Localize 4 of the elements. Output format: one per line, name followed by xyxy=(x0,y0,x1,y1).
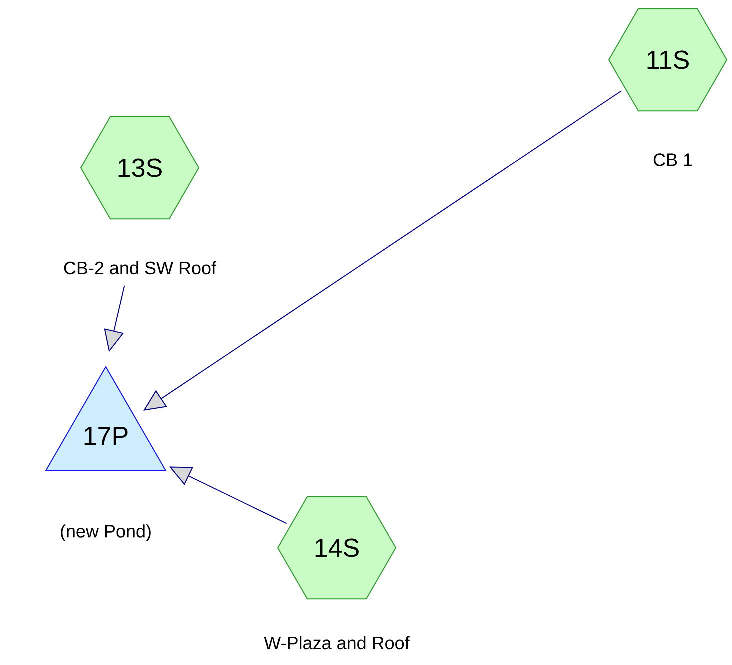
node-caption: CB 1 xyxy=(654,154,692,166)
node-caption: CB-2 and SW Roof xyxy=(64,261,217,275)
node-caption: (new Pond) xyxy=(61,524,151,542)
node-caption: W-Plaza and Roof xyxy=(264,636,410,650)
